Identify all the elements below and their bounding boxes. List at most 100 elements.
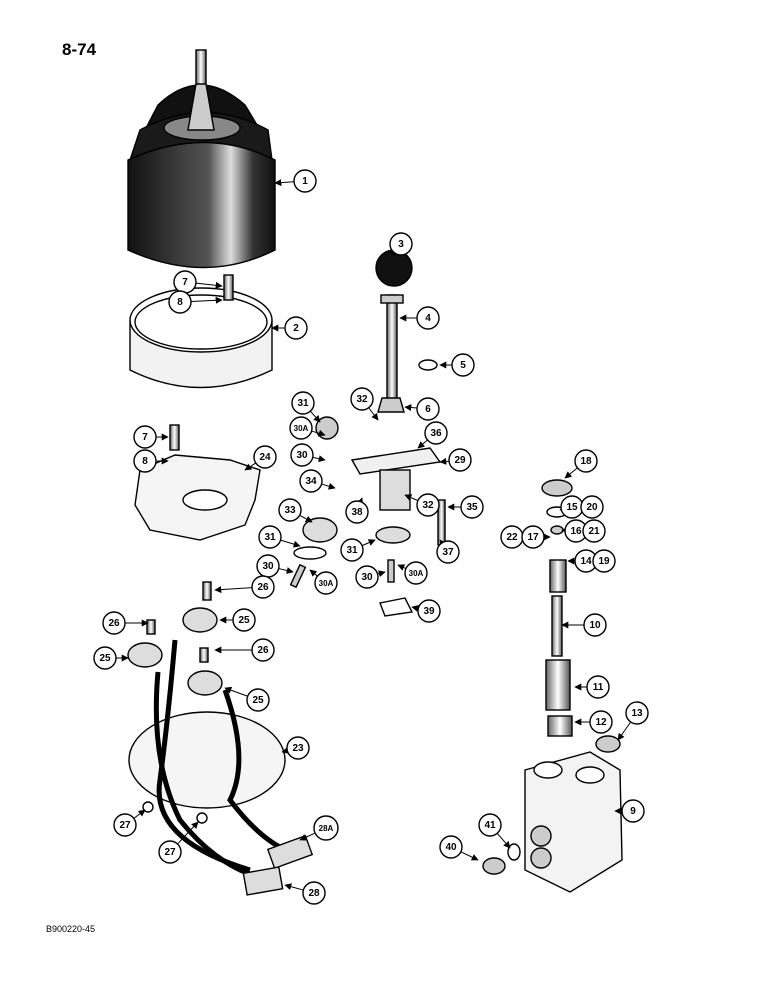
callout-bubble — [589, 710, 613, 734]
callout-label: 6 — [425, 404, 431, 415]
callout-bubble — [251, 575, 275, 599]
callout-35: 35 — [447, 495, 484, 519]
callout-leader — [404, 404, 418, 412]
callout-9: 9 — [614, 799, 645, 823]
callout-label: 30 — [361, 572, 373, 583]
callout-26: 26 — [214, 575, 275, 599]
callout-25: 25 — [224, 686, 270, 712]
callout-bubble — [345, 500, 369, 524]
callout-bubble — [416, 397, 440, 421]
callout-label: 32 — [422, 500, 434, 511]
callout-bubble — [448, 448, 472, 472]
callout-label: 21 — [588, 526, 600, 537]
callout-30: 30 — [290, 443, 326, 467]
callout-bubble — [574, 449, 598, 473]
callout-label: 30 — [296, 450, 308, 461]
callout-label: 18 — [580, 456, 592, 467]
callout-bubble — [460, 495, 484, 519]
callout-leader — [224, 686, 248, 697]
callout-1: 1 — [274, 169, 317, 193]
callout-leader — [278, 567, 294, 574]
callout-bubble — [313, 815, 339, 841]
callout-4: 4 — [399, 306, 440, 330]
callout-17: 17 — [521, 525, 551, 549]
callout-label: 14 — [580, 556, 592, 567]
callout-leader — [280, 539, 301, 548]
callout-bubble — [133, 449, 157, 473]
callout-label: 29 — [454, 455, 466, 466]
callout-label: 22 — [506, 532, 518, 543]
callout-37: 37 — [436, 539, 460, 564]
callout-bubble — [424, 421, 448, 445]
callout-30A: 30A — [309, 569, 338, 595]
callout-leader — [299, 514, 313, 523]
callout-label: 8 — [177, 297, 183, 308]
callout-bubble — [592, 549, 616, 573]
callout-bubble — [582, 519, 606, 543]
callout-label: 13 — [631, 708, 643, 719]
callout-label: 31 — [346, 545, 358, 556]
callout-39: 39 — [411, 599, 441, 623]
callout-26: 26 — [102, 611, 149, 635]
screw-part — [169, 424, 180, 451]
callout-label: 9 — [630, 806, 636, 817]
valve-body-part — [482, 751, 623, 893]
callout-label: 17 — [527, 532, 539, 543]
callout-bubble — [93, 646, 117, 670]
callout-label: 16 — [570, 526, 582, 537]
callout-bubble — [133, 425, 157, 449]
callout-bubble — [478, 813, 502, 837]
valve-stack-part — [541, 479, 621, 753]
callout-leader — [617, 721, 632, 741]
callout-bubble — [586, 675, 610, 699]
callout-label: 35 — [466, 502, 478, 513]
callout-19: 19 — [592, 549, 616, 573]
callout-leader — [439, 457, 450, 465]
washer-part — [418, 359, 438, 371]
callout-label: 27 — [119, 820, 131, 831]
callout-leader — [281, 747, 289, 754]
callout-20: 20 — [580, 495, 604, 519]
callout-label: 5 — [460, 360, 466, 371]
callout-23: 23 — [281, 736, 310, 760]
mounting-plate-part — [134, 454, 261, 541]
callout-label: 10 — [589, 620, 601, 631]
callout-label: 2 — [293, 323, 299, 334]
callout-leader — [404, 494, 419, 502]
callout-8: 8 — [168, 290, 223, 314]
callout-32: 32 — [350, 387, 379, 421]
callout-bubble — [404, 561, 428, 585]
callout-11: 11 — [574, 675, 610, 699]
callout-leader — [321, 482, 336, 490]
callout-bubble — [299, 469, 323, 493]
callout-label: 40 — [445, 842, 457, 853]
callout-leader — [496, 832, 511, 849]
callout-41: 41 — [478, 813, 511, 849]
callout-bubble — [314, 571, 338, 595]
callout-bubble — [290, 443, 314, 467]
callout-10: 10 — [561, 613, 607, 637]
callout-18: 18 — [564, 449, 598, 479]
lever-part — [380, 294, 404, 401]
callout-bubble — [521, 525, 545, 549]
callout-bubble — [253, 445, 277, 469]
callout-28: 28 — [284, 881, 326, 905]
callout-bubble — [580, 495, 604, 519]
callout-leader — [417, 439, 428, 449]
callout-label: 26 — [257, 582, 269, 593]
callout-bubble — [286, 736, 310, 760]
callout-leader — [309, 569, 318, 577]
rubber-boot-part — [127, 49, 276, 269]
callout-label: 11 — [593, 682, 604, 693]
callout-2: 2 — [271, 316, 308, 340]
callout-label: 32 — [356, 394, 368, 405]
callout-label: 33 — [284, 505, 296, 516]
callout-27: 27 — [158, 821, 199, 864]
callout-bubble — [451, 353, 475, 377]
callout-bubble — [289, 416, 313, 440]
callout-bubble — [168, 290, 192, 314]
callout-label: 31 — [297, 398, 309, 409]
callout-label: 28A — [319, 824, 334, 833]
callout-33: 33 — [278, 498, 313, 523]
